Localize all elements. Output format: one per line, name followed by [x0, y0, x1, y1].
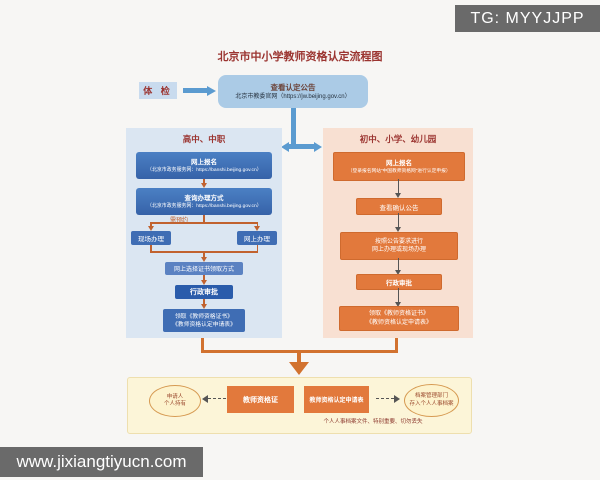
- arrow-down-icon: [200, 280, 207, 285]
- application-form-box: 教师资格认定申请表: [304, 386, 369, 413]
- connector-line: [201, 338, 204, 352]
- connector-line: [256, 222, 258, 227]
- senior-receive-line2: 《教师资格认定申请表》: [172, 321, 236, 328]
- arrow-down-icon: [289, 362, 309, 375]
- senior-receive-box: 领取《教师资格证书》 《教师资格认定申请表》: [163, 309, 245, 332]
- archive-line2: 存入个人人事档案: [409, 400, 454, 407]
- arrow-down-icon: [200, 183, 207, 188]
- dashed-connector-line: [376, 398, 394, 399]
- senior-signup-box: 网上报名 （北京市政务服务网：https://banshi.beijing.go…: [136, 152, 272, 179]
- notice-title: 查看认定公告: [270, 82, 316, 92]
- dashed-connector-line: [208, 398, 226, 399]
- senior-query-box: 查询办理方式 （北京市政务服务网：https://banshi.beijing.…: [136, 188, 272, 215]
- holder-ellipse: 申请人 个人持有: [149, 385, 201, 417]
- panel-junior-header: 初中、小学、幼儿园: [359, 134, 437, 144]
- arrow-down-icon: [200, 304, 207, 309]
- senior-query-title: 查询办理方式: [184, 194, 224, 202]
- connector-line: [397, 288, 399, 303]
- senior-signup-title: 网上报名: [191, 158, 217, 166]
- connector-line: [201, 350, 398, 353]
- arrow-down-icon: [200, 257, 207, 262]
- junior-handle-line1: 按照公告要求进行: [374, 238, 423, 245]
- result-panel: 申请人 个人持有 教师资格证 教师资格认定申请表 档案管理部门 存入个人人事档案…: [127, 377, 472, 434]
- connector-line: [203, 251, 205, 257]
- arrow-right-icon: [394, 395, 400, 403]
- connector-line: [150, 222, 152, 227]
- arrow-right-line: [183, 88, 207, 93]
- junior-receive-line2: 《教师资格认定申请表》: [365, 319, 432, 326]
- senior-signup-url: （北京市政务服务网：https://banshi.beijing.gov.cn）: [146, 166, 262, 173]
- connector-line: [203, 215, 205, 222]
- connector-line: [395, 338, 398, 352]
- branch-condition-label: 需预约: [170, 218, 189, 224]
- arrow-down-icon: [254, 226, 260, 231]
- arrow-right-icon: [314, 141, 322, 152]
- junior-signup-box: 网上报名 （登录报名网站“中国教师资格网”进行认定申报）: [333, 152, 465, 181]
- junior-receive-box: 领取《教师资格证书》 《教师资格认定申请表》: [339, 306, 459, 331]
- connector-line: [256, 245, 258, 251]
- senior-approval-box: 行政审批: [175, 285, 233, 299]
- arrow-down-icon: [395, 193, 401, 198]
- panel-senior-high: 高中、中职 网上报名 （北京市政务服务网：https://banshi.beij…: [126, 128, 282, 338]
- junior-signup-url: （登录报名网站“中国教师资格网”进行认定申报）: [347, 167, 451, 174]
- archive-line1: 档案管理部门: [414, 393, 448, 399]
- connector-line: [203, 275, 205, 280]
- senior-branch-online-box: 网上办理: [237, 231, 277, 245]
- arrow-down-icon: [395, 227, 401, 232]
- connector-line: [297, 352, 301, 362]
- arrow-right-icon: [207, 85, 216, 96]
- senior-branch-onsite-box: 现场办理: [131, 231, 171, 245]
- telegram-watermark-banner: TG: MYYJJPP: [455, 5, 600, 32]
- arrow-down-icon: [147, 226, 154, 231]
- connector-line: [203, 299, 205, 304]
- arrow-left-icon: [202, 395, 208, 403]
- site-watermark-banner: www.jixiangtiyucn.com: [0, 447, 203, 477]
- junior-handle-line2: 网上办理或现场办理: [371, 247, 426, 253]
- arrow-down-icon: [395, 302, 401, 307]
- connector-line: [397, 258, 399, 271]
- arrow-left-icon: [281, 141, 289, 152]
- panel-senior-header: 高中、中职: [182, 134, 226, 144]
- diagram-title: 北京市中小学教师资格认定流程图: [217, 51, 383, 63]
- connector-horizontal-line: [288, 144, 315, 149]
- connector-line: [397, 213, 399, 228]
- senior-receive-line1: 领取《教师资格证书》: [175, 313, 233, 320]
- junior-approval-box: 行政审批: [356, 274, 442, 290]
- notice-box: 查看认定公告 北京市教委官网（https://jw.beijing.gov.cn…: [218, 75, 368, 108]
- archive-ellipse: 档案管理部门 存入个人人事档案: [404, 384, 459, 417]
- junior-receive-line1: 领取《教师资格证书》: [368, 311, 429, 317]
- arrow-down-icon: [395, 270, 401, 275]
- notice-site-url: 北京市教委官网（https://jw.beijing.gov.cn）: [235, 93, 351, 100]
- connector-line: [397, 179, 399, 194]
- connector-line: [150, 222, 258, 224]
- holder-line2: 个人持有: [163, 401, 186, 407]
- connector-line: [150, 245, 152, 251]
- holder-line1: 申请人: [166, 393, 184, 400]
- junior-handle-box: 按照公告要求进行 网上办理或现场办理: [340, 232, 458, 260]
- health-check-box: 体 检: [139, 82, 177, 99]
- connector-line: [203, 179, 205, 183]
- senior-pickup-method-box: 网上选择证书领取方式: [165, 262, 243, 275]
- junior-notice-box: 查看确认公告: [356, 198, 442, 215]
- panel-junior-primary: 初中、小学、幼儿园 网上报名 （登录报名网站“中国教师资格网”进行认定申报） 查…: [323, 128, 473, 338]
- connector-vertical-line: [291, 108, 296, 146]
- archive-caption: 个人人事档案文件、特别重要、切勿丢失: [323, 419, 423, 425]
- senior-query-url: （北京市政务服务网：https://banshi.beijing.gov.cn）: [146, 202, 262, 209]
- certificate-box: 教师资格证: [227, 386, 294, 413]
- junior-signup-title: 网上报名: [386, 159, 412, 167]
